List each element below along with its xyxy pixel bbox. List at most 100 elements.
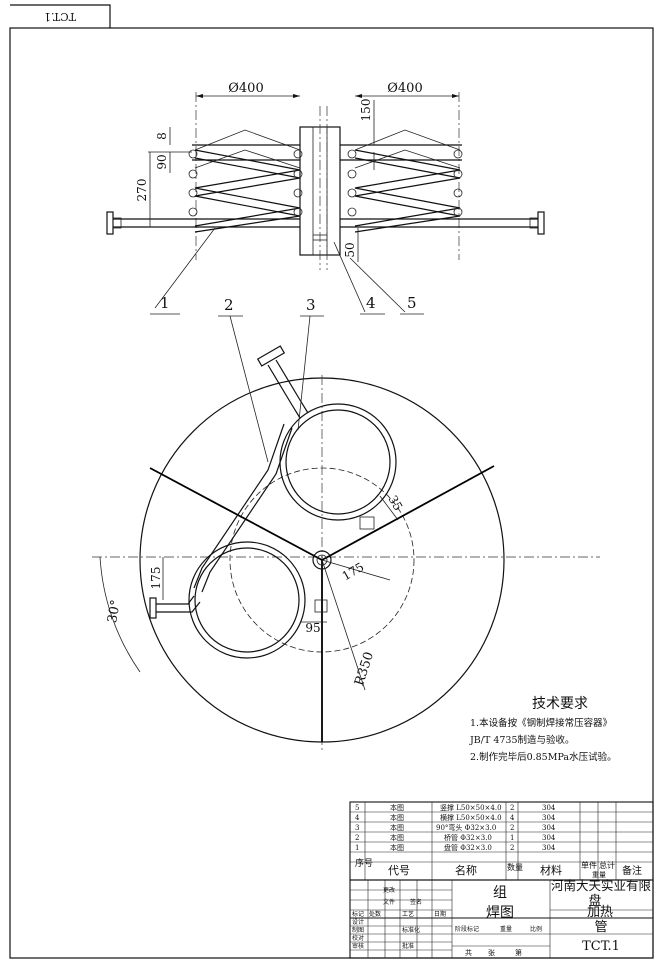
tb-count: 处数 bbox=[369, 910, 381, 918]
bom-no: 1 bbox=[355, 844, 359, 852]
dim-175-a: 175 bbox=[340, 560, 367, 584]
balloon-5: 5 bbox=[407, 294, 417, 312]
bom-code: 本图 bbox=[390, 833, 404, 842]
bom-qty: 2 bbox=[510, 824, 514, 832]
bom-table: 5 本图 竖撑 L50×50×4.0 2 304 4 本图 横撑 L50×50×… bbox=[349, 801, 654, 881]
left-coil bbox=[106, 92, 303, 260]
tb-design: 设计 bbox=[352, 918, 364, 926]
bom-material: 304 bbox=[542, 824, 556, 832]
tb-approve: 批准 bbox=[402, 942, 414, 950]
bom-qty: 1 bbox=[510, 834, 514, 842]
tb-mark: 标记 bbox=[352, 910, 364, 918]
bom-no: 5 bbox=[355, 804, 359, 812]
tb-of-sheet: 第 bbox=[515, 948, 522, 957]
tb-file: 文件 bbox=[383, 898, 395, 906]
bom-no: 3 bbox=[355, 824, 359, 832]
bom-row: 1 本图 盘管 Φ32×3.0 2 304 bbox=[355, 843, 556, 852]
dim-270: 270 bbox=[135, 179, 149, 202]
front-balloons: 1 4 5 bbox=[150, 227, 424, 315]
balloon-1: 1 bbox=[160, 294, 170, 312]
tb-check: 校对 bbox=[352, 934, 364, 942]
bom-code: 本图 bbox=[390, 813, 404, 822]
bom-material: 304 bbox=[542, 804, 556, 812]
tech-line-1: 1.本设备按《钢制焊接常压容器》 bbox=[470, 717, 612, 729]
bom-code: 本图 bbox=[390, 843, 404, 852]
balloon-2: 2 bbox=[224, 296, 234, 314]
dim-dia-right: Ø400 bbox=[387, 81, 422, 96]
tb-drawing-no: TCT.1 bbox=[582, 939, 620, 954]
tb-date: 日期 bbox=[434, 910, 446, 918]
dim-95: 95 bbox=[305, 621, 320, 635]
bom-material: 304 bbox=[542, 834, 556, 842]
bom-name: 桥管 Φ32×3.0 bbox=[444, 833, 492, 842]
tb-process: 工艺 bbox=[402, 910, 414, 918]
bom-header-weight: 重量 bbox=[592, 871, 606, 879]
front-dimensions: Ø400 Ø400 8 90 270 150 50 bbox=[135, 81, 459, 262]
tb-sheet: 张 bbox=[488, 948, 495, 957]
center-hub bbox=[312, 550, 332, 570]
bom-qty: 4 bbox=[510, 814, 515, 822]
bom-name: 横撑 L50×50×4.0 bbox=[440, 813, 502, 822]
bom-name: 盘管 Φ32×3.0 bbox=[444, 843, 492, 852]
tb-signature: 签名 bbox=[410, 898, 422, 906]
tb-assembly: 组 bbox=[493, 885, 507, 901]
bom-no: 4 bbox=[355, 814, 360, 822]
bom-name: 90°弯头 Φ32×3.0 bbox=[436, 823, 496, 832]
tb-company: 河南大天实业有限 bbox=[551, 878, 652, 893]
tb-stage-mark: 阶段标记 bbox=[455, 925, 479, 933]
bom-header-name: 名称 bbox=[455, 863, 477, 877]
bom-header-code: 代号 bbox=[388, 864, 410, 877]
dim-r350: R350 bbox=[352, 650, 377, 688]
bom-header-material: 材料 bbox=[540, 863, 562, 877]
bom-qty: 2 bbox=[510, 844, 514, 852]
bom-header-qty: 数量 bbox=[507, 862, 523, 872]
dim-50: 50 bbox=[343, 242, 357, 257]
bom-material: 304 bbox=[542, 814, 556, 822]
sheet-border bbox=[9, 27, 654, 959]
balloon-3: 3 bbox=[306, 296, 316, 314]
title-block: 更改 文件 签名 标记 处数 工艺 日期 设计 标准化 制图 校对 审核 批准 … bbox=[349, 878, 654, 959]
tech-title: 技术要求 bbox=[532, 696, 588, 712]
bom-row: 2 本图 桥管 Φ32×3.0 1 304 bbox=[355, 833, 556, 842]
dim-35: 35 bbox=[386, 493, 406, 513]
bom-name: 竖撑 L50×50×4.0 bbox=[440, 803, 502, 812]
plan-view: 35 175 175 95 R350 30° 2 3 bbox=[92, 296, 600, 750]
dim-dia-left: Ø400 bbox=[228, 81, 263, 96]
tech-line-2: JB/T 4735制造与验收。 bbox=[469, 734, 575, 746]
dim-8: 8 bbox=[155, 132, 169, 140]
corner-number-box: TCT.1 bbox=[10, 4, 111, 28]
dim-175-b: 175 bbox=[149, 567, 163, 590]
bom-qty: 2 bbox=[510, 804, 514, 812]
bom-material: 304 bbox=[542, 844, 556, 852]
tb-standardize: 标准化 bbox=[402, 926, 420, 934]
tb-part-b: 加热 bbox=[587, 905, 613, 920]
tb-scale: 比例 bbox=[530, 925, 542, 933]
dim-90: 90 bbox=[155, 154, 169, 169]
tb-weight: 重量 bbox=[500, 925, 512, 933]
right-coil bbox=[340, 92, 545, 260]
right-flange bbox=[537, 211, 545, 235]
tb-total-sheets: 共 bbox=[465, 948, 472, 957]
bom-row: 5 本图 竖撑 L50×50×4.0 2 304 bbox=[355, 803, 556, 812]
bom-no: 2 bbox=[355, 834, 359, 842]
bom-header-single: 单件 bbox=[581, 860, 597, 870]
tech-line-3: 2.制作完毕后0.85MPa水压试验。 bbox=[470, 751, 617, 763]
tb-part-c: 管 bbox=[594, 920, 607, 935]
front-view: Ø400 Ø400 8 90 270 150 50 1 4 bbox=[106, 81, 545, 315]
coil-lower bbox=[188, 541, 306, 659]
bom-code: 本图 bbox=[390, 823, 404, 832]
coil-upper bbox=[279, 403, 397, 521]
tb-draw: 制图 bbox=[352, 926, 364, 934]
bom-row: 3 本图 90°弯头 Φ32×3.0 2 304 bbox=[355, 823, 556, 832]
technical-requirements: 技术要求 1.本设备按《钢制焊接常压容器》 JB/T 4735制造与验收。 2.… bbox=[469, 696, 617, 763]
tb-review: 审核 bbox=[352, 942, 364, 950]
tb-weld-drawing: 焊图 bbox=[486, 905, 514, 921]
balloon-4: 4 bbox=[366, 294, 376, 312]
dim-angle-30: 30° bbox=[105, 599, 124, 624]
bom-row: 4 本图 横撑 L50×50×4.0 4 304 bbox=[355, 813, 556, 822]
bom-header-total: 总计 bbox=[599, 860, 615, 870]
bom-header-no: 序号 bbox=[355, 857, 373, 869]
dim-150: 150 bbox=[359, 99, 373, 122]
bom-code: 本图 bbox=[390, 803, 404, 812]
